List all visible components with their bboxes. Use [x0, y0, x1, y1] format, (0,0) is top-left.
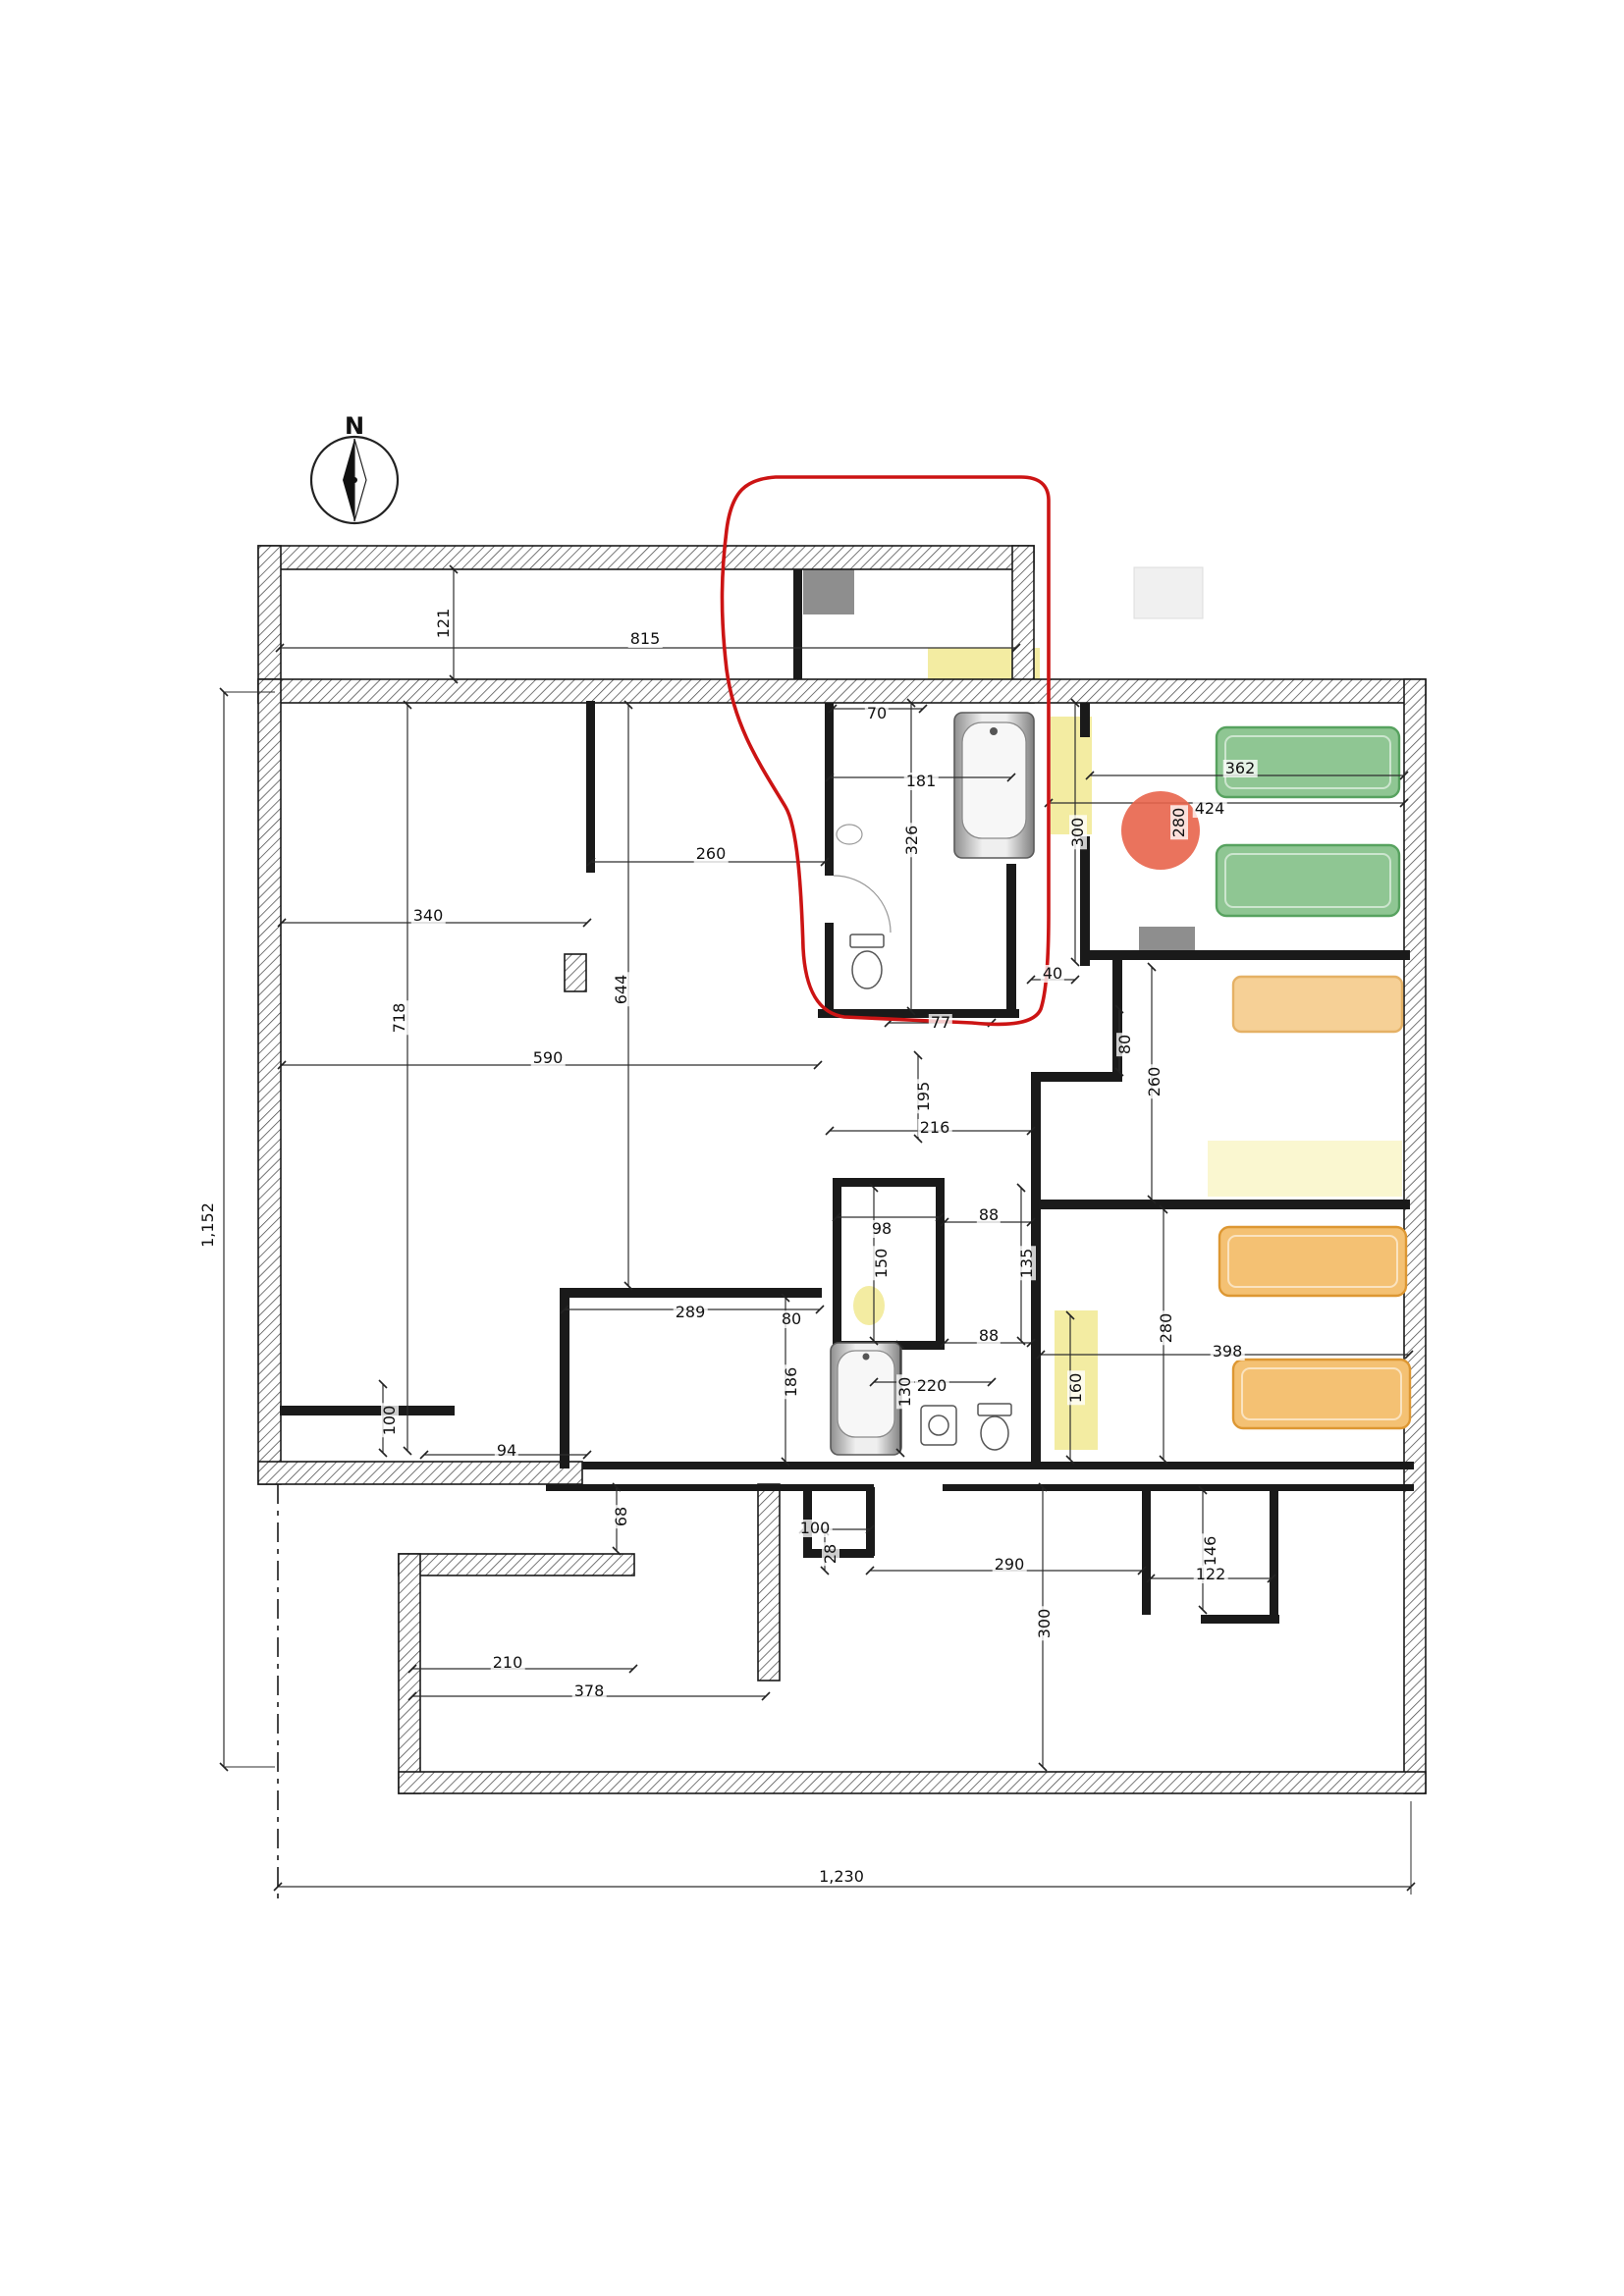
gray-panel-strip: [803, 569, 854, 614]
furniture-beds: [1215, 725, 1412, 1430]
dimension-label: 77: [928, 1013, 953, 1032]
dimension-label: 1,230: [817, 1867, 866, 1886]
dimension-label: 181: [903, 772, 939, 790]
dimension-label: 135: [1017, 1246, 1036, 1281]
dimension-label: 98: [869, 1219, 894, 1238]
dimension-extension-lines: [224, 691, 1412, 1895]
green-bed-2: [1215, 843, 1401, 918]
toilet-lower: [977, 1403, 1012, 1416]
highlight-pale-yellow-room: [1208, 1141, 1402, 1197]
dimension-label: 280: [1157, 1310, 1175, 1346]
dimension-label: 280: [1169, 805, 1188, 840]
dimension-label: 40: [1040, 964, 1065, 983]
dimension-label: 260: [693, 844, 729, 863]
gray-panel-sideboard: [1139, 927, 1195, 952]
compass-needle-dark: [343, 439, 354, 521]
dimension-label: 1,152: [198, 1201, 217, 1250]
dimension-label: 216: [917, 1118, 952, 1137]
dimension-label: 88: [976, 1205, 1001, 1224]
dimension-label: 160: [1066, 1370, 1085, 1406]
dimension-label: 290: [992, 1555, 1027, 1574]
compass-rose: [309, 435, 400, 525]
outer-walls: [257, 545, 1427, 1794]
dimension-label: 80: [779, 1309, 804, 1328]
dimension-label: 300: [1035, 1606, 1054, 1641]
dimension-label: 195: [914, 1079, 933, 1114]
dimension-label: 326: [902, 823, 921, 858]
dimension-label: 289: [673, 1303, 708, 1321]
dimension-label: 70: [864, 704, 890, 722]
dimension-label: 815: [627, 629, 663, 648]
dimension-label: 146: [1201, 1533, 1219, 1569]
dimension-label: 80: [1115, 1032, 1134, 1057]
sink-upper: [836, 824, 863, 845]
dimension-label: 340: [410, 906, 446, 925]
dimension-label: 398: [1210, 1342, 1245, 1361]
dimension-label: 424: [1192, 799, 1227, 818]
dimension-label: 28: [821, 1541, 839, 1567]
compass-north-label: N: [344, 412, 365, 441]
dimension-label: 150: [872, 1246, 891, 1281]
red-annotation-outline: [720, 475, 1051, 1027]
toilet-upper: [849, 934, 885, 948]
door-swing-arc: [833, 875, 892, 934]
orange-bed-2: [1218, 1225, 1408, 1298]
dimension-label: 68: [612, 1504, 630, 1529]
dimension-label: 300: [1068, 815, 1087, 850]
dimension-label: 362: [1222, 759, 1258, 777]
dimension-label: 220: [914, 1376, 949, 1395]
dimension-label: 210: [490, 1653, 525, 1672]
gray-panel-light: [1133, 566, 1204, 619]
orange-bed-1: [1231, 975, 1404, 1034]
dimension-label: 121: [434, 606, 453, 641]
dimension-label: 186: [782, 1364, 800, 1400]
dimension-label: 122: [1193, 1565, 1228, 1583]
dimension-label: 590: [530, 1048, 566, 1067]
dimension-label: 130: [895, 1374, 914, 1410]
dimension-label: 260: [1145, 1064, 1164, 1099]
orange-bed-3: [1231, 1358, 1412, 1430]
dimension-label: 100: [797, 1519, 833, 1537]
dimension-label: 94: [494, 1441, 519, 1460]
dimension-label: 88: [976, 1326, 1001, 1345]
gray-panels: [803, 566, 1204, 952]
dimension-label: 378: [571, 1682, 607, 1700]
dimension-label: 644: [612, 972, 630, 1007]
dimension-label: 718: [390, 1000, 408, 1036]
dimension-label: 100: [380, 1403, 399, 1438]
